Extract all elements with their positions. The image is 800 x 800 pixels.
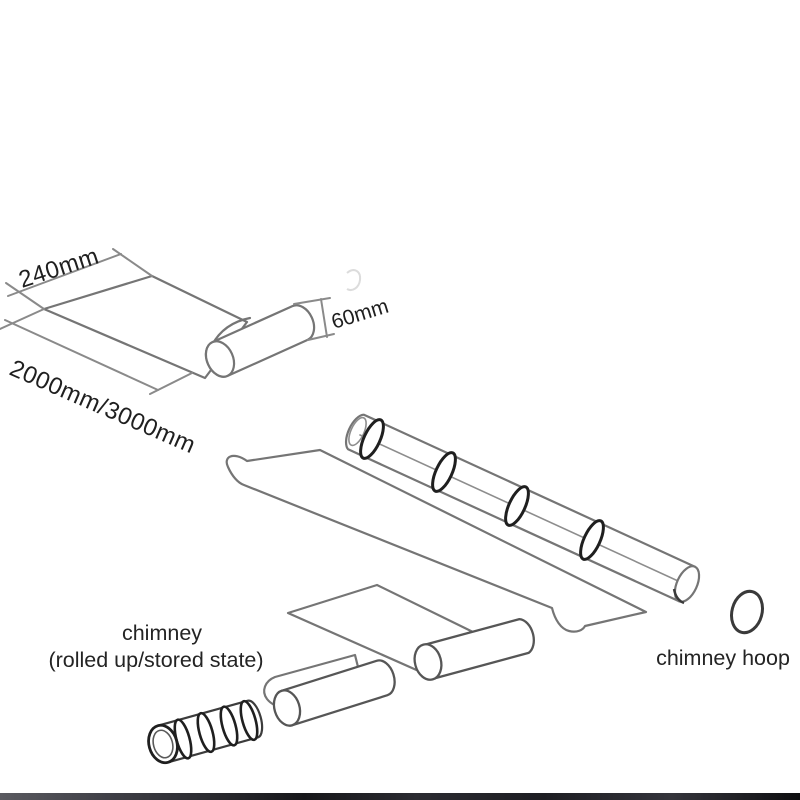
rolled-sheet-with-dimensions: 240mm 2000mm/3000mm 60mm (0, 243, 392, 459)
trough-body (225, 448, 648, 633)
tube-ring-4 (579, 519, 605, 561)
wrap-tube-opening (272, 689, 302, 727)
sheet-roll-opening (204, 340, 236, 378)
hoop-ring (730, 589, 764, 635)
bottom-photo-band (0, 793, 800, 800)
corrugated-roll (147, 699, 264, 765)
chimney-label-subtitle: (rolled up/stored state) (48, 648, 263, 672)
chimney-hoop (730, 589, 764, 635)
annotations: chimney (rolled up/stored state) chimney… (48, 621, 790, 672)
wrapped-tube-piece (263, 653, 396, 727)
chimney-label-title: chimney (122, 621, 202, 645)
corrugation-ring-2 (196, 711, 216, 754)
tube-ring-1 (359, 418, 385, 460)
tube-left-opening (348, 416, 367, 447)
assembled-chimney-tube (344, 413, 701, 605)
tube-right-lip (672, 588, 685, 605)
corrugated-roll-inner-wall (152, 729, 174, 759)
hoop-label: chimney hoop (656, 646, 790, 670)
corrugation-ring-4 (239, 699, 259, 742)
tube-ring-3 (504, 485, 530, 527)
small-roll-opening (413, 643, 443, 681)
flat-sheet (42, 274, 249, 380)
tube-ring-2 (431, 451, 457, 493)
length-dimension-text: 2000mm/3000mm (6, 355, 200, 459)
faint-smudge (346, 269, 362, 291)
diameter-dimension-text: 60mm (329, 295, 392, 334)
unrolled-trough (225, 448, 648, 633)
width-dimension-text: 240mm (16, 243, 103, 294)
corrugation-ring-3 (219, 705, 239, 747)
small-rolled-sheet (286, 583, 535, 681)
corrugated-roll-opening (147, 723, 179, 765)
